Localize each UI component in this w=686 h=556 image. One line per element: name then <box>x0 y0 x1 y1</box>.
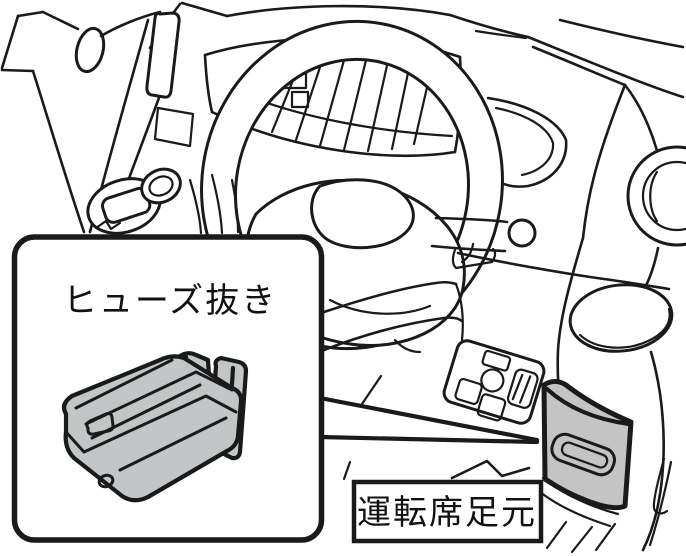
ignition-switch <box>507 218 537 248</box>
door-handle-shape <box>74 26 106 74</box>
callout-box: ヒューズ抜き <box>11 234 325 543</box>
fuse-puller-illustration <box>61 351 249 503</box>
location-label-frame <box>351 479 544 544</box>
location-label: 運転席足元 <box>357 493 537 533</box>
callout-leader-lines <box>317 395 540 445</box>
callout-label: ヒューズ抜き <box>63 281 277 321</box>
location-label-box: 運転席足元 <box>351 479 544 544</box>
steering-column-and-console <box>188 173 674 554</box>
fuse-panel-highlight <box>541 378 634 511</box>
air-vent <box>626 145 686 247</box>
cup-holder <box>568 283 674 353</box>
horn-pad <box>310 178 415 250</box>
switch-panel <box>442 339 546 425</box>
grab-handle <box>145 11 181 99</box>
